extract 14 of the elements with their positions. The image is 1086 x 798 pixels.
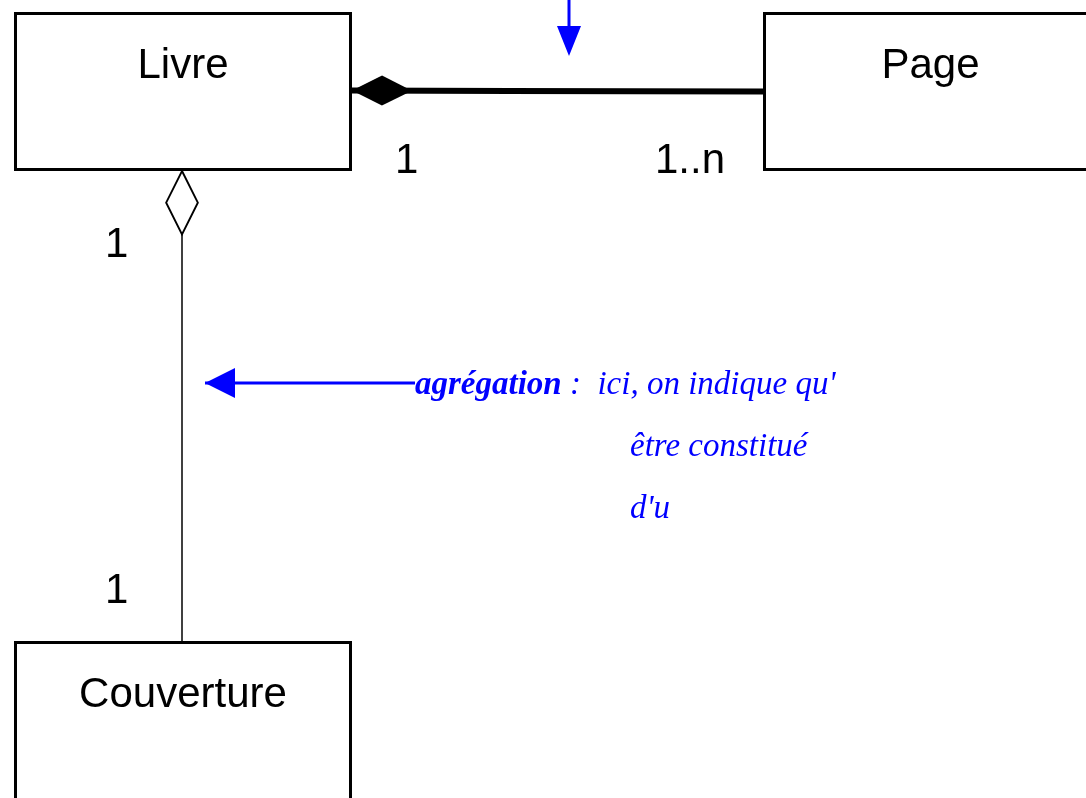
multiplicity-label: 1 [105,222,129,264]
class-name: Livre [137,43,229,85]
class-name: Couverture [79,672,287,714]
class-box [763,12,1086,171]
multiplicity-label: 1 [395,138,419,180]
multiplicity-label: 1..n [655,138,726,180]
pointer-arrow [205,368,415,398]
composition-line [352,75,763,106]
class-name: Page [881,43,980,85]
class-box [14,12,352,171]
aggregation-line [165,170,199,642]
annotation-text: agrégation : ici, on indique qu' être constitué d'u [415,364,837,527]
class-box [14,641,352,798]
multiplicity-label: 1 [105,568,129,610]
